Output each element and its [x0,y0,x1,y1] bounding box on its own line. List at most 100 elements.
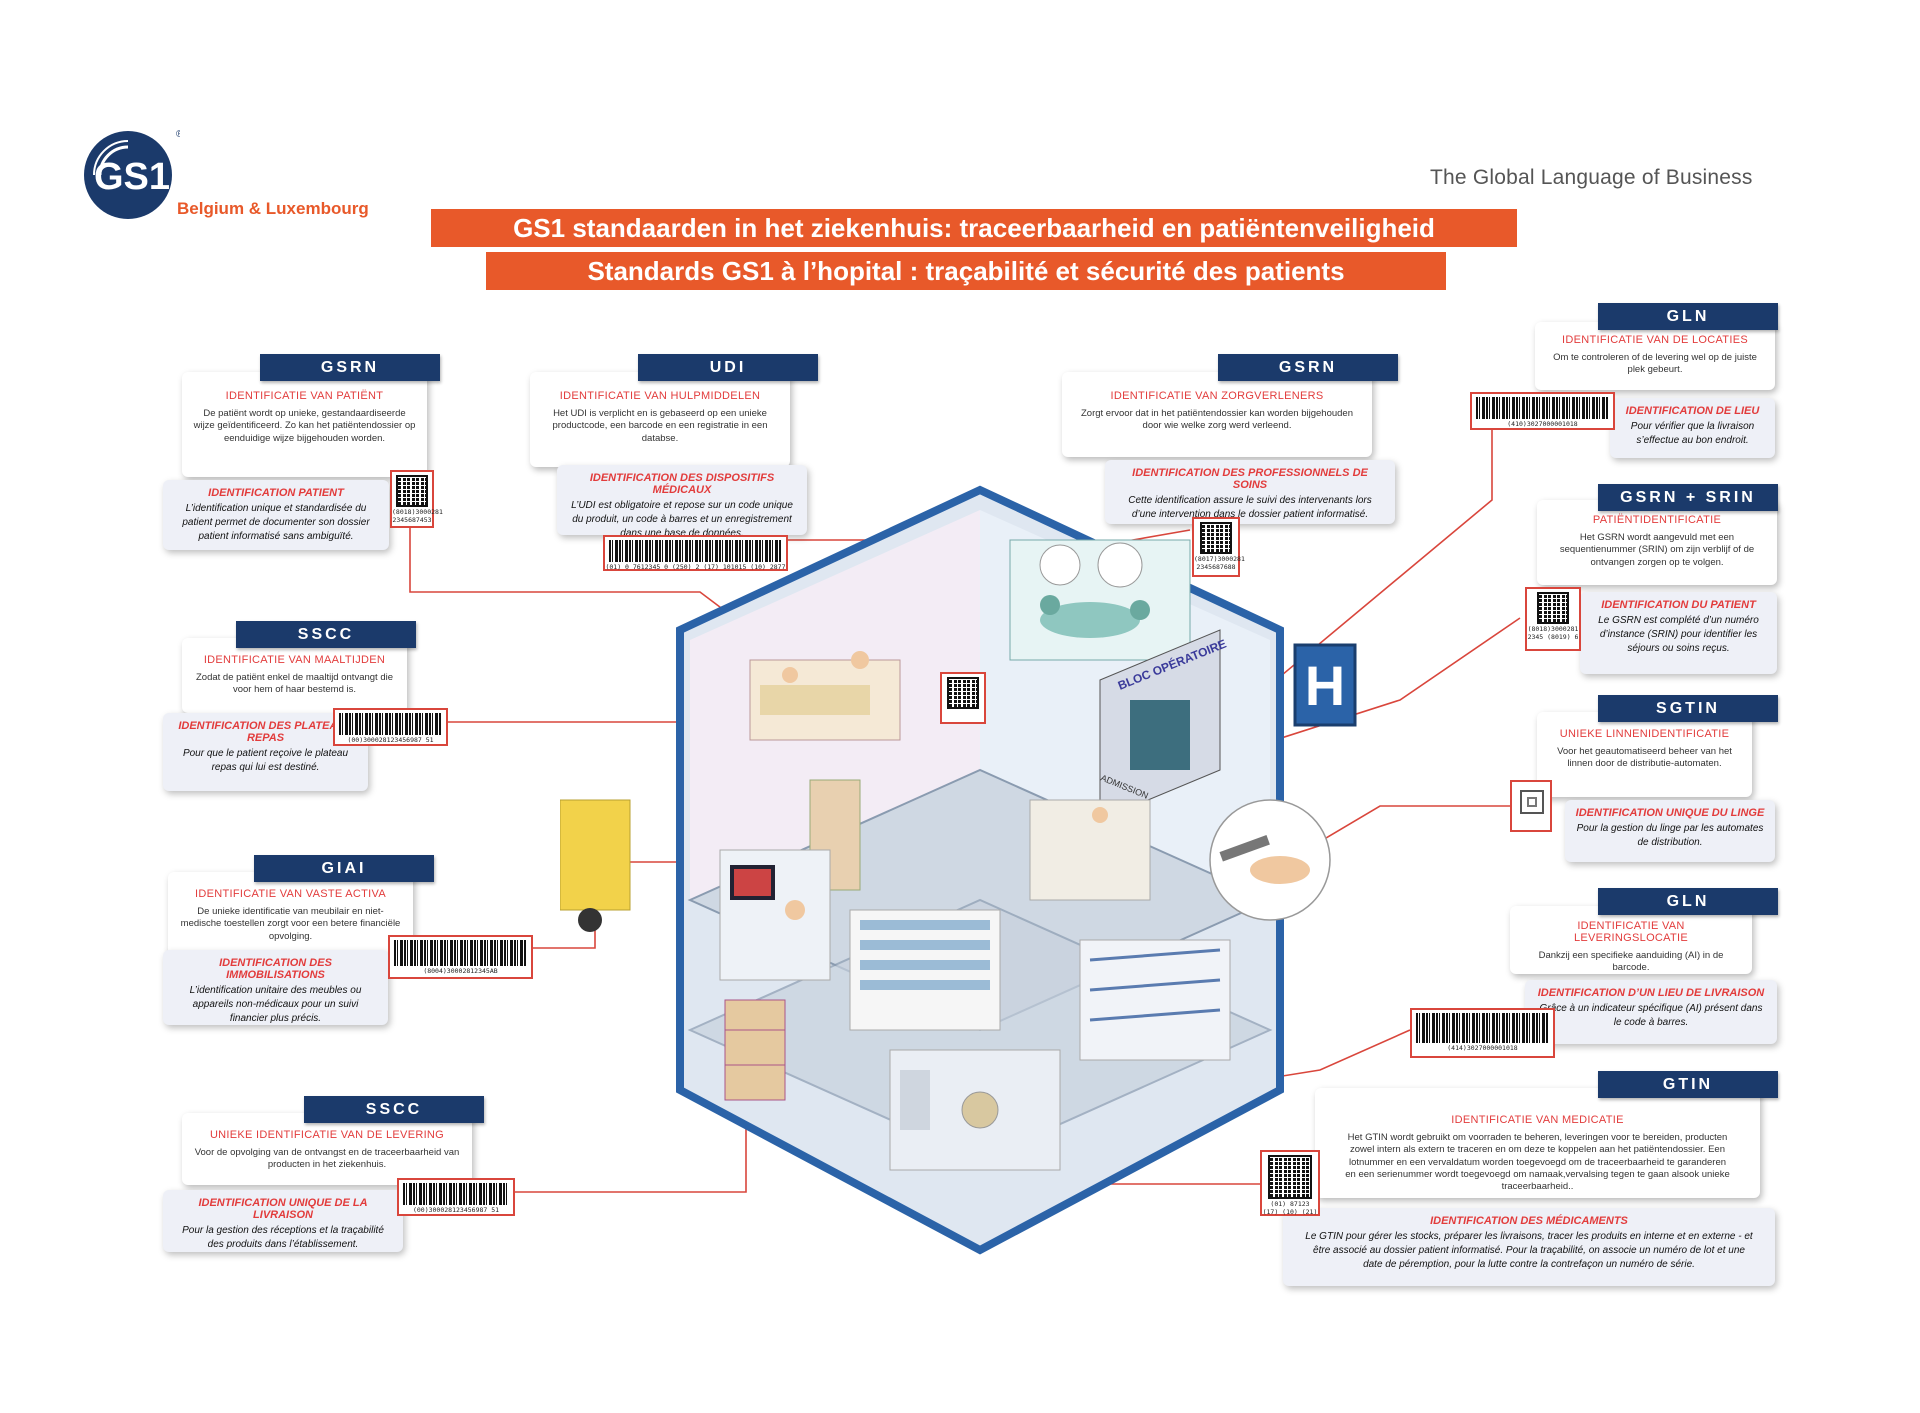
tag-sscc-delivery: SSCC [304,1096,484,1123]
card-body-fr: Pour la gestion des réceptions et la tra… [182,1225,384,1250]
qr-code-icon [1200,522,1232,554]
card-sscc-delivery-nl: UNIEKE IDENTIFICATIE VAN DE LEVERING Voo… [182,1113,472,1185]
code-label: (01) 0 7612345 0 (250) 2 (17) 101015 (10… [605,563,786,571]
card-title-fr: IDENTIFICATION DES IMMOBILISATIONS [219,957,332,981]
title-banner-nl: GS1 standaarden in het ziekenhuis: trace… [431,209,1517,247]
qr-code-operating-room [940,672,986,724]
barcode-sscc-delivery: (00)300028123456987 51 [397,1178,515,1216]
card-title-fr: IDENTIFICATION DES DISPOSITIFS MÉDICAUX [589,472,775,496]
barcode-icon [609,540,782,562]
card-body-fr: L’identification unique et standardisée … [182,503,370,542]
card-title: IDENTIFICATIE VAN MAALTIJDEN [203,654,386,666]
qr-code-icon [1537,592,1569,624]
barcode-icon [339,713,442,735]
gs1-logo: GS1 ® [84,129,180,219]
card-body: Voor de opvolging van de ontvangst en de… [194,1147,460,1171]
code-label: (410)3027000001018 [1507,420,1578,428]
barcode-sscc-meal: (00)300028123456987 51 [333,708,448,746]
card-title: IDENTIFICATIE VAN DE LOCATIES [1562,334,1748,346]
card-sgtin-nl: UNIEKE LINNENIDENTIFICATIE Voor het geau… [1537,712,1752,797]
card-title-fr: IDENTIFICATION UNIQUE DE LA LIVRAISON [198,1197,368,1221]
card-body: Om te controleren of de levering wel op … [1553,352,1757,376]
tag-gln-levering: GLN [1598,888,1778,915]
card-gsrn-srin-fr: IDENTIFICATION DU PATIENT Le GSRN est co… [1580,592,1777,674]
card-body: Het GTIN wordt gebruikt om voorraden te … [1345,1132,1730,1193]
tag-gsrn-srin: GSRN + SRIN [1598,484,1778,511]
card-title-fr: IDENTIFICATION D’UN LIEU DE LIVRAISON [1537,987,1765,999]
card-gsrn-patient-fr: IDENTIFICATION PATIENT L’identification … [163,480,389,550]
card-sgtin-fr: IDENTIFICATION UNIQUE DU LINGE Pour la g… [1565,800,1775,862]
card-title: IDENTIFICATIE VAN PATIËNT [225,390,384,402]
card-body-fr: L’identification unitaire des meubles ou… [189,985,362,1024]
card-body-fr: Le GSRN est complété d’un numéro d’insta… [1598,615,1759,654]
code-label: (8018)3000281 2345 (8019) 6 [1527,625,1579,641]
code-label: (00)300028123456987 51 [347,736,434,744]
tag-sscc-meal: SSCC [236,621,416,648]
card-sscc-delivery-fr: IDENTIFICATION UNIQUE DE LA LIVRAISON Po… [163,1190,403,1252]
tag-gsrn-patient: GSRN [260,354,440,381]
code-label: (01) 87123 (17) (10) (21) [1262,1200,1318,1216]
qr-code-gsrn-srin: (8018)3000281 2345 (8019) 6 [1525,587,1581,651]
qr-code-icon [947,677,979,709]
qr-code-icon [396,475,428,507]
code-label: (414)3027000001018 [1447,1044,1518,1052]
tagline: The Global Language of Business [1430,166,1753,189]
card-body-fr: Grâce à un indicateur spécifique (AI) pr… [1539,1003,1763,1028]
card-gsrn-care-fr: IDENTIFICATION DES PROFESSIONNELS DE SOI… [1105,460,1395,524]
card-title: UNIEKE LINNENIDENTIFICATIE [1559,728,1730,740]
title-banner-fr: Standards GS1 à l’hopital : traçabilité … [486,252,1446,290]
qr-code-icon [1268,1155,1312,1199]
code-label: (00)300028123456987 51 [412,1206,500,1214]
card-title-fr: IDENTIFICATION UNIQUE DU LINGE [1575,807,1765,819]
card-gtin-nl: IDENTIFICATIE VAN MEDICATIE Het GTIN wor… [1315,1088,1760,1198]
qr-code-gsrn-patient: (8018)3000281 2345687453 [390,470,443,528]
card-body: De patiënt wordt op unieke, gestandaardi… [193,408,416,444]
card-body-fr: L’UDI est obligatoire et repose sur un c… [571,500,793,539]
card-body: Zorgt ervoor dat in het patiëntendossier… [1081,408,1353,432]
card-body: Het UDI is verplicht en is gebaseerd op … [552,408,768,444]
card-giai-nl: IDENTIFICATIE VAN VASTE ACTIVA De unieke… [168,872,413,957]
card-gsrn-srin-nl: PATIËNTIDENTIFICATIE Het GSRN wordt aang… [1537,500,1777,585]
card-body-fr: Le GTIN pour gérer les stocks, préparer … [1305,1231,1753,1270]
card-body: Zodat de patiënt enkel de maaltijd ontva… [196,672,393,696]
card-title: IDENTIFICATIE VAN ZORGVERLENERS [1110,390,1324,402]
card-gtin-fr: IDENTIFICATION DES MÉDICAMENTS Le GTIN p… [1283,1208,1775,1286]
barcode-udi: (01) 0 7612345 0 (250) 2 (17) 101015 (10… [603,535,788,571]
card-udi-nl: IDENTIFICATIE VAN HULPMIDDELEN Het UDI i… [530,372,790,467]
card-title: PATIËNTIDENTIFICATIE [1592,514,1722,526]
card-body-fr: Pour que le patient reçoive le plateau r… [182,748,349,773]
card-body: Voor het geautomatiseerd beheer van het … [1557,746,1732,770]
code-label: (8017)3000281 2345687688 [1194,555,1245,571]
logo-text: GS1 [94,156,170,198]
qr-code-gsrn-care: (8017)3000281 2345687688 [1192,517,1245,577]
card-title: UNIEKE IDENTIFICATIE VAN DE LEVERING [209,1129,445,1141]
barcode-icon [1476,397,1609,419]
card-title-fr: IDENTIFICATION DE LIEU [1625,405,1760,417]
code-label: (8018)3000281 2345687453 [392,508,443,524]
tag-gtin: GTIN [1598,1071,1778,1098]
card-gln-locatie-nl: IDENTIFICATIE VAN DE LOCATIES Om te cont… [1535,322,1775,390]
card-title-fr: IDENTIFICATION DES PLATEAUX REPAS [178,720,353,744]
barcode-icon [403,1183,509,1205]
card-body: Dankzij een specifieke aanduiding (AI) i… [1538,950,1724,974]
card-body: Het GSRN wordt aangevuld met een sequent… [1559,532,1755,568]
tag-gln-locatie: GLN [1598,303,1778,330]
tag-udi: UDI [638,354,818,381]
card-body: De unieke identificatie van meubilair en… [180,906,401,942]
card-gln-locatie-fr: IDENTIFICATION DE LIEU Pour vérifier que… [1610,398,1775,458]
card-title: IDENTIFICATIE VAN MEDICATIE [1451,1114,1624,1126]
barcode-icon [394,940,527,966]
card-gln-levering-nl: IDENTIFICATIE VAN LEVERINGSLOCATIE Dankz… [1510,906,1752,974]
hospital-illustration: BLOC OPÉRATOIRE ADMISSION H [560,485,1357,1255]
tag-gsrn-care: GSRN [1218,354,1398,381]
card-gsrn-patient-nl: IDENTIFICATIE VAN PATIËNT De patiënt wor… [182,372,427,477]
barcode-icon [1416,1013,1549,1043]
card-sscc-meal-nl: IDENTIFICATIE VAN MAALTIJDEN Zodat de pa… [182,638,407,713]
card-gsrn-care-nl: IDENTIFICATIE VAN ZORGVERLENERS Zorgt er… [1062,372,1372,457]
rfid-antenna-icon [1520,790,1544,814]
card-body-fr: Cette identification assure le suivi des… [1128,495,1372,520]
barcode-gln-levering: (414)3027000001018 [1410,1008,1555,1058]
qr-code-gtin: (01) 87123 (17) (10) (21) [1260,1150,1320,1216]
card-gln-levering-fr: IDENTIFICATION D’UN LIEU DE LIVRAISON Gr… [1525,980,1777,1044]
card-udi-fr: IDENTIFICATION DES DISPOSITIFS MÉDICAUX … [557,465,807,539]
